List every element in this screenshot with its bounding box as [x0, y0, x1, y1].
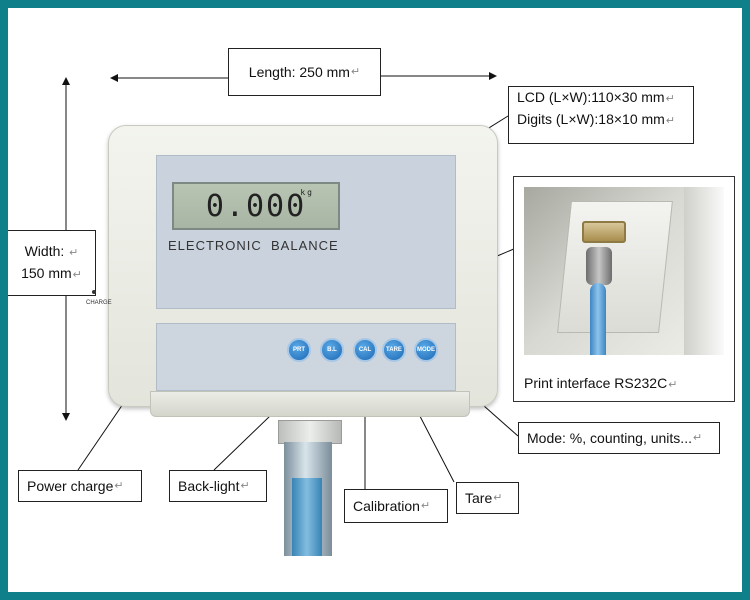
charge-label: CHARGE: [86, 300, 112, 306]
connector-plug-icon: [586, 247, 612, 285]
photo-caption: Print interface RS232C↵: [524, 375, 677, 391]
pole-reflection: [292, 478, 322, 556]
back-light-text: Back-light: [178, 478, 240, 494]
paragraph-mark: ↵: [69, 247, 79, 259]
electronic-balance-indicator: 0.000 kg ELECTRONIC BALANCE: [108, 125, 498, 421]
charge-indicator-icon: [92, 290, 96, 294]
power-charge-callout: Power charge↵: [18, 470, 142, 502]
lcd-spec-line2: Digits (L×W):18×10 mm: [517, 111, 665, 127]
calibration-text: Calibration: [353, 498, 420, 514]
rs232-photo-inset: Print interface RS232C↵: [513, 176, 735, 402]
brand-label: ELECTRONIC BALANCE: [168, 238, 339, 253]
paragraph-mark: ↵: [420, 500, 431, 512]
paragraph-mark: ↵: [114, 480, 124, 492]
length-label: Length: 250 mm↵: [228, 48, 381, 96]
tare-key[interactable]: TARE: [382, 338, 406, 362]
paragraph-mark: ↵: [668, 379, 678, 391]
width-label: Width: ↵ 150 mm↵: [8, 230, 96, 296]
paragraph-mark: ↵: [692, 432, 703, 444]
paragraph-mark: ↵: [240, 480, 250, 492]
power-charge-text: Power charge: [27, 478, 114, 494]
width-text-line1: Width:: [24, 243, 65, 259]
blue-cable-icon: [590, 283, 606, 355]
cal-key[interactable]: CAL: [353, 338, 377, 362]
length-text: Length: 250 mm: [248, 64, 350, 80]
tare-text: Tare: [465, 490, 493, 506]
width-text-line2: 150 mm: [21, 265, 72, 281]
display-panel: [156, 155, 456, 309]
lcd-reading: 0.000: [205, 188, 307, 224]
lcd-display: 0.000 kg: [172, 182, 340, 230]
lcd-unit: kg: [300, 188, 314, 197]
mounting-bracket: [278, 420, 342, 444]
paragraph-mark: ↵: [665, 115, 676, 127]
prt-key[interactable]: PRT: [287, 338, 311, 362]
diagram-canvas: Length: 250 mm↵ Width: ↵ 150 mm↵ LCD (L×…: [8, 8, 742, 592]
backlight-key[interactable]: B.L: [320, 338, 344, 362]
paragraph-mark: ↵: [350, 66, 361, 78]
back-light-callout: Back-light↵: [169, 470, 267, 502]
mode-key[interactable]: MODE: [414, 338, 438, 362]
tare-callout: Tare↵: [456, 482, 519, 514]
device-bottom-edge: [150, 391, 470, 417]
paragraph-mark: ↵: [665, 93, 675, 105]
mode-callout: Mode: %, counting, units...↵: [518, 422, 720, 454]
rs232-port-photo: [524, 187, 724, 355]
lcd-spec-line1: LCD (L×W):110×30 mm: [517, 89, 665, 105]
paragraph-mark: ↵: [72, 269, 82, 281]
mode-text: Mode: %, counting, units...: [527, 430, 692, 446]
lcd-spec-label: LCD (L×W):110×30 mm↵ Digits (L×W):18×10 …: [508, 86, 694, 144]
photo-background: [684, 187, 724, 355]
calibration-callout: Calibration↵: [344, 489, 448, 523]
db9-connector-icon: [582, 221, 626, 243]
paragraph-mark: ↵: [493, 492, 503, 504]
photo-caption-text: Print interface RS232C: [524, 375, 668, 391]
